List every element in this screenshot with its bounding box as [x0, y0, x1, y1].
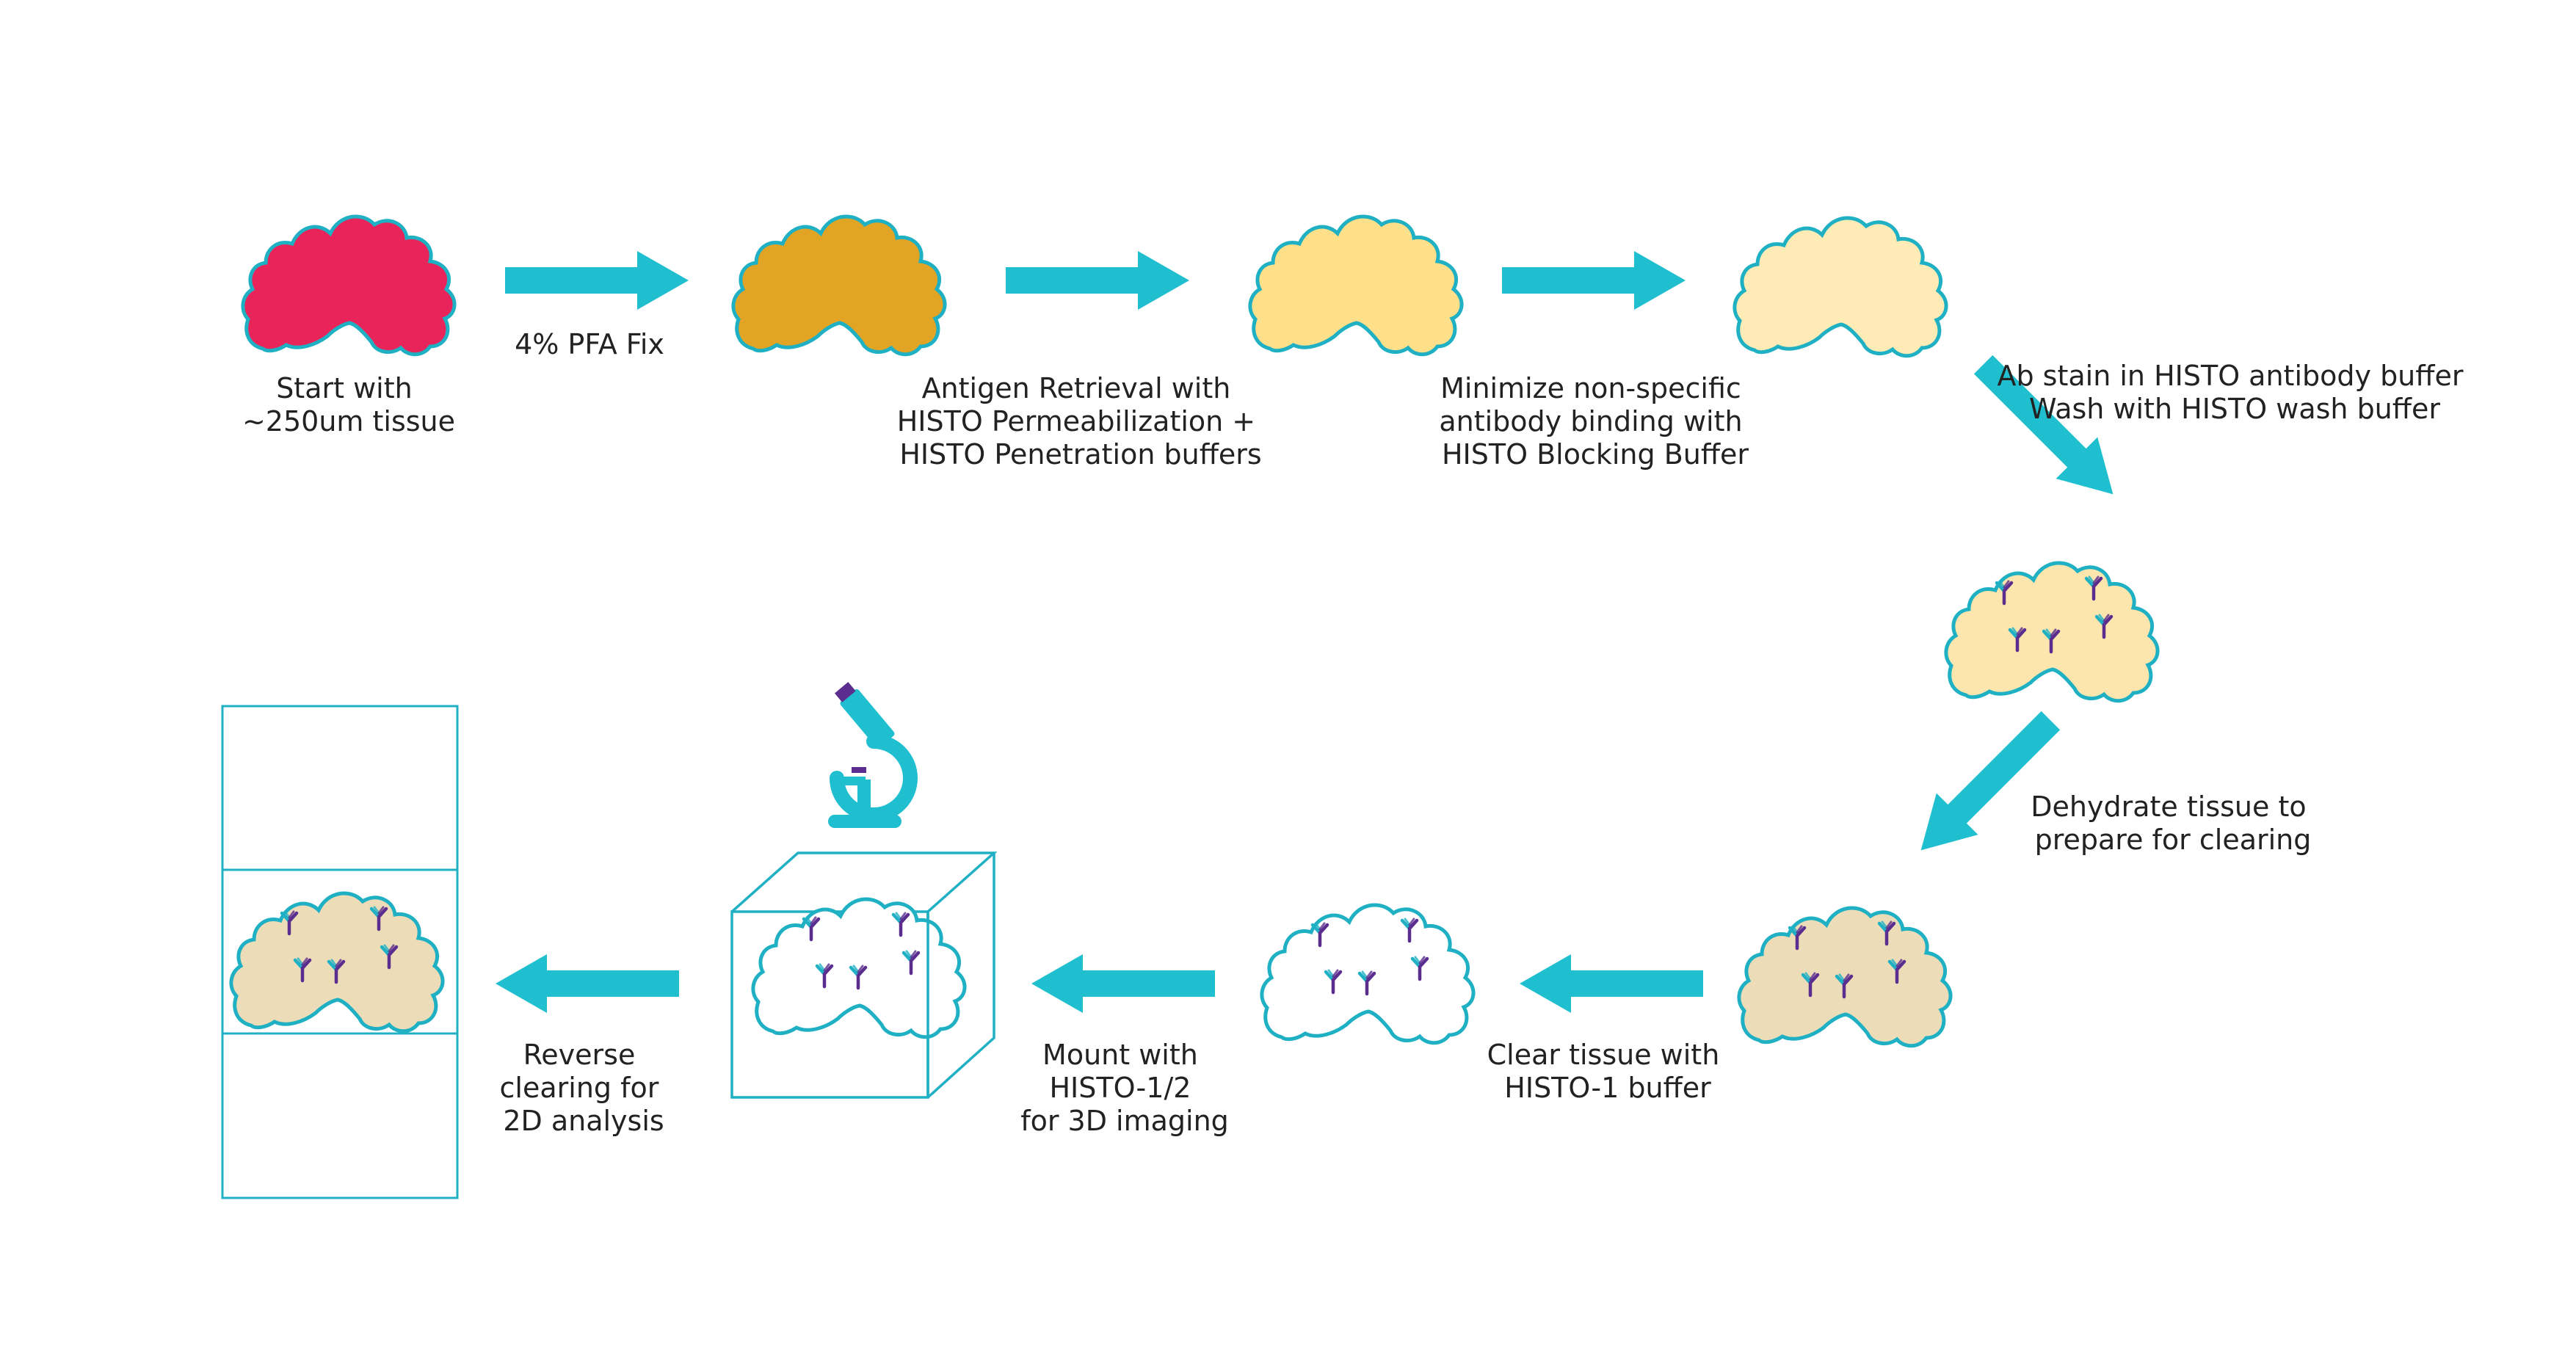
label-retrieval-line2: HISTO Permeabilization + — [897, 405, 1255, 437]
label-start-line1: Start with — [276, 372, 413, 404]
label-clear: Clear tissue with HISTO-1 buffer — [1487, 1039, 1729, 1104]
label-dehydrate-line1: Dehydrate tissue to — [2031, 791, 2306, 823]
label-stain-line1: Ab stain in HISTO antibody buffer — [1997, 360, 2463, 392]
label-clear-line1: Clear tissue with — [1487, 1039, 1720, 1071]
label-stain: Ab stain in HISTO antibody buffer Wash w… — [1997, 360, 2472, 425]
tissue-icon — [231, 893, 443, 1031]
arrow-icon — [505, 251, 689, 310]
tissue-retrieved — [1250, 217, 1462, 355]
tissue-blocked — [1735, 218, 1946, 356]
label-reverse-line1: Reverse — [523, 1039, 636, 1071]
label-mount: Mount with HISTO-1/2 for 3D imaging — [1020, 1039, 1229, 1137]
label-retrieval: Antigen Retrieval with HISTO Permeabiliz… — [897, 372, 1265, 471]
arrow-retrieval — [1006, 251, 1189, 310]
tissue-icon — [1735, 218, 1946, 356]
tissue-stained — [1946, 563, 2158, 701]
tissue-slide-section — [231, 893, 443, 1031]
label-dehydrate: Dehydrate tissue to prepare for clearing — [2031, 791, 2315, 856]
label-blocking-line2: antibody binding with — [1439, 405, 1742, 437]
tissue-fixed — [733, 217, 945, 355]
tissue-icon — [733, 217, 945, 355]
slide-icon — [221, 705, 459, 1199]
label-blocking-line1: Minimize non-specific — [1440, 372, 1741, 404]
label-reverse-line2: clearing for — [500, 1072, 659, 1104]
label-clear-line2: HISTO-1 buffer — [1504, 1072, 1711, 1104]
arrow-mount — [1031, 954, 1215, 1013]
label-start-line2: ~250um tissue — [242, 405, 455, 437]
label-blocking-line3: HISTO Blocking Buffer — [1442, 438, 1749, 471]
label-stain-line2: Wash with HISTO wash buffer — [2029, 393, 2440, 425]
label-mount-line1: Mount with — [1042, 1039, 1198, 1071]
label-mount-line2: HISTO-1/2 — [1049, 1072, 1191, 1104]
arrow-blocking — [1502, 251, 1686, 310]
label-retrieval-line3: HISTO Penetration buffers — [899, 438, 1261, 471]
label-retrieval-line1: Antigen Retrieval with — [922, 372, 1231, 404]
label-blocking: Minimize non-specific antibody binding w… — [1439, 372, 1751, 471]
label-start: Start with ~250um tissue — [242, 372, 455, 437]
label-mount-line3: for 3D imaging — [1020, 1105, 1229, 1137]
tissue-icon — [1946, 563, 2158, 701]
microscope-icon — [828, 682, 918, 828]
arrow-icon — [1520, 954, 1703, 1013]
label-reverse-line3: 2D analysis — [503, 1105, 664, 1137]
label-fix-line1: 4% PFA Fix — [515, 328, 664, 360]
imaging-cube — [730, 851, 998, 1099]
label-reverse: Reverse clearing for 2D analysis — [500, 1039, 668, 1137]
tissue-dehydrated — [1739, 908, 1951, 1046]
arrow-fix — [505, 251, 689, 310]
label-fix: 4% PFA Fix — [515, 328, 664, 360]
tissue-icon — [243, 217, 454, 355]
tissue-icon — [1262, 905, 1473, 1043]
tissue-cleared — [1262, 905, 1473, 1043]
tissue-icon — [1739, 908, 1951, 1046]
arrow-reverse — [496, 954, 679, 1013]
tissue-fresh — [243, 217, 454, 355]
arrow-icon — [1031, 954, 1215, 1013]
arrow-icon — [1006, 251, 1189, 310]
tissue-icon — [1250, 217, 1462, 355]
arrow-clear — [1520, 954, 1703, 1013]
tissue-icon — [753, 899, 965, 1037]
label-dehydrate-line2: prepare for clearing — [2035, 824, 2312, 856]
arrow-icon — [496, 954, 679, 1013]
arrow-icon — [1502, 251, 1686, 310]
